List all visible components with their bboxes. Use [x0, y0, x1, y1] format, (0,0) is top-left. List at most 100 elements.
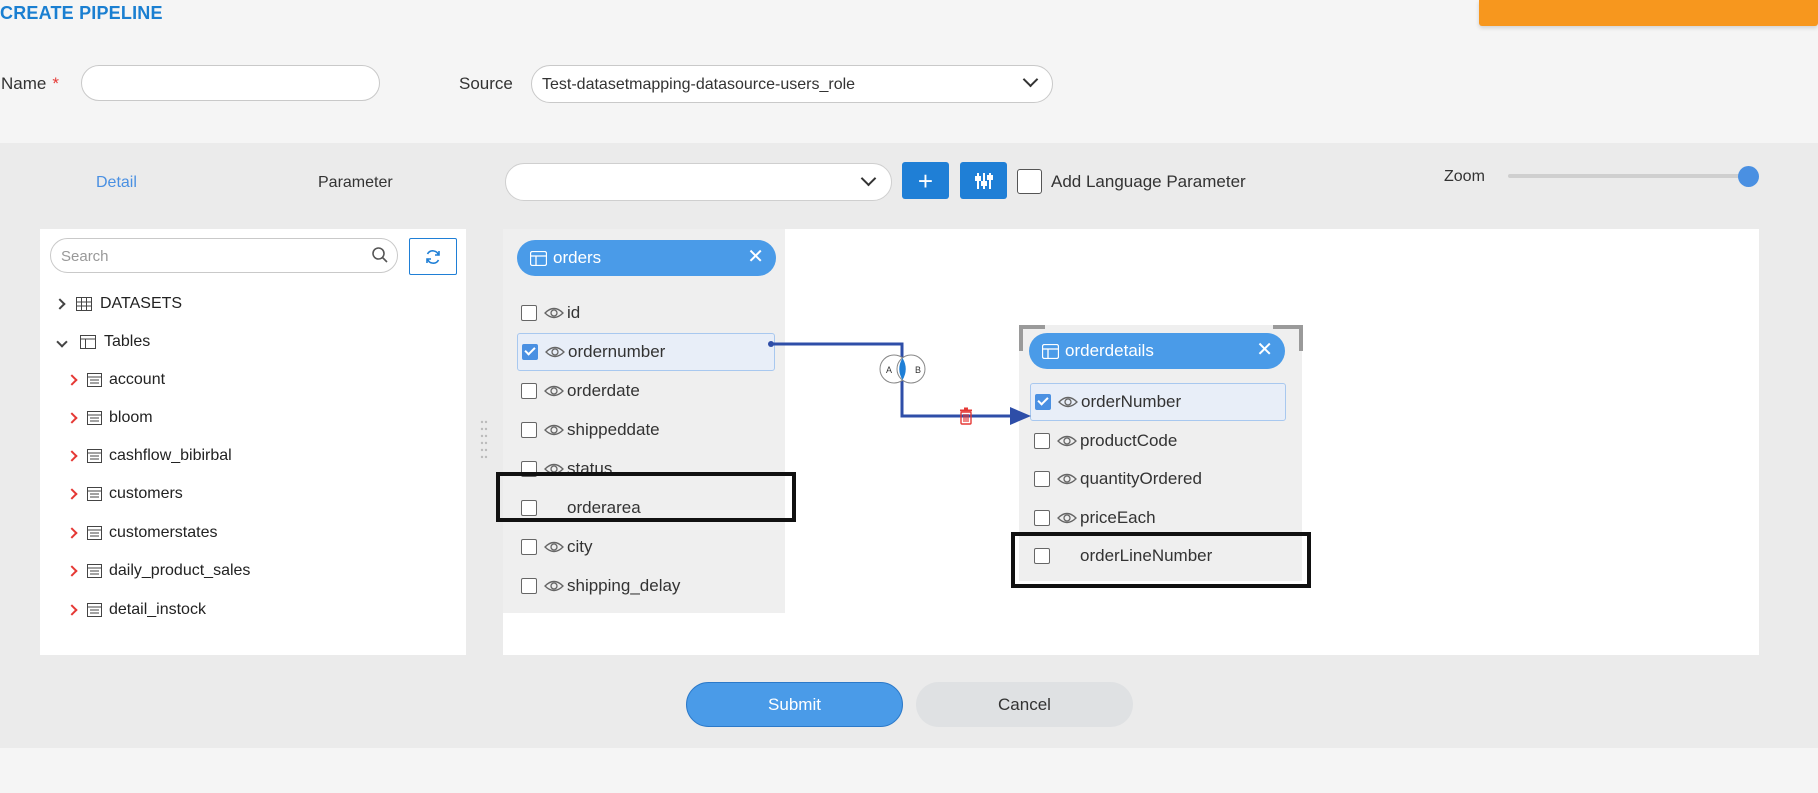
trash-icon[interactable]	[958, 407, 974, 425]
eye-icon[interactable]	[544, 539, 564, 555]
chevron-right-icon	[66, 412, 78, 424]
table-icon	[530, 250, 547, 266]
tree-item-detail-instock[interactable]: detail_instock	[66, 599, 206, 621]
search-input[interactable]	[61, 248, 351, 265]
column-row-shipping-delay[interactable]: shipping_delay	[517, 567, 775, 605]
zoom-slider-handle[interactable]	[1738, 166, 1759, 187]
column-row-orderdate[interactable]: orderdate	[517, 372, 775, 410]
column-checkbox[interactable]	[521, 422, 537, 438]
grid-icon	[76, 297, 92, 311]
table-icon	[80, 335, 96, 349]
tree-item-bloom[interactable]: bloom	[66, 407, 153, 429]
tree-group-tables[interactable]: Tables	[56, 331, 151, 353]
column-row-productcode[interactable]: productCode	[1030, 422, 1286, 460]
close-icon[interactable]: ✕	[747, 246, 764, 268]
chevron-right-icon	[66, 565, 78, 577]
table-icon	[87, 449, 102, 463]
column-checkbox[interactable]	[1035, 394, 1051, 410]
tree-item-account[interactable]: account	[66, 369, 166, 391]
column-checkbox[interactable]	[521, 500, 537, 516]
page-title: CREATE PIPELINE	[0, 3, 163, 23]
eye-icon[interactable]	[1057, 471, 1077, 487]
tree-group-label: DATASETS	[100, 295, 183, 312]
column-checkbox[interactable]	[521, 539, 537, 555]
eye-icon[interactable]	[544, 422, 564, 438]
eye-icon[interactable]	[1058, 394, 1078, 410]
table-icon	[87, 526, 102, 540]
table-icon	[1042, 343, 1059, 359]
column-row-quantityordered[interactable]: quantityOrdered	[1030, 460, 1286, 498]
add-parameter-button[interactable]: +	[902, 162, 949, 199]
highlight-box	[1011, 532, 1311, 588]
eye-icon[interactable]	[544, 383, 564, 399]
orders-table-header[interactable]: orders ✕	[517, 240, 776, 276]
tables-sidebar: DATASETS Tables account bloom cashflow_b…	[40, 229, 466, 655]
search-icon[interactable]	[371, 246, 389, 264]
orderdetails-table-header[interactable]: orderdetails ✕	[1029, 333, 1285, 369]
chevron-right-icon	[66, 604, 78, 616]
column-name: priceEach	[1080, 508, 1156, 527]
source-label: Source	[459, 74, 513, 93]
add-language-parameter-checkbox[interactable]	[1017, 169, 1042, 194]
tree-item-daily-product-sales[interactable]: daily_product_sales	[66, 560, 251, 582]
column-row-city[interactable]: city	[517, 528, 775, 566]
join-connector[interactable]: A B	[503, 229, 1103, 469]
highlight-box	[496, 472, 796, 522]
eye-icon[interactable]	[544, 305, 564, 321]
chevron-down-icon	[56, 336, 68, 348]
column-checkbox[interactable]	[1034, 433, 1050, 449]
column-row-id[interactable]: id	[517, 294, 775, 332]
chevron-right-icon	[66, 488, 78, 500]
tree-group-datasets[interactable]: DATASETS	[54, 293, 183, 315]
search-field[interactable]	[50, 238, 398, 273]
column-name: city	[567, 537, 593, 556]
mapping-canvas[interactable]: orders ✕ id ordernumber orderdate shippe…	[496, 229, 1759, 655]
column-row-shippeddate[interactable]: shippeddate	[517, 411, 775, 449]
parameter-select[interactable]	[505, 163, 892, 201]
drag-handle-icon[interactable]	[480, 419, 488, 459]
column-name: orderdate	[567, 381, 640, 400]
tree-item-cashflow-bibirbal[interactable]: cashflow_bibirbal	[66, 445, 232, 467]
refresh-button[interactable]	[409, 238, 457, 275]
column-row-ordernumber[interactable]: orderNumber	[1030, 383, 1286, 421]
parameter-settings-button[interactable]	[960, 162, 1007, 199]
close-icon[interactable]: ✕	[1256, 339, 1273, 361]
tree-item-label: account	[109, 371, 166, 388]
column-row-orderlinenumber[interactable]: orderLineNumber	[1030, 537, 1286, 575]
zoom-slider-track[interactable]	[1508, 174, 1750, 178]
column-checkbox[interactable]	[521, 383, 537, 399]
tab-detail[interactable]: Detail	[96, 174, 137, 191]
tree-item-label: detail_instock	[109, 601, 206, 618]
eye-icon[interactable]	[545, 344, 565, 360]
submit-button[interactable]: Submit	[686, 682, 903, 727]
cancel-button[interactable]: Cancel	[916, 682, 1133, 727]
tree-item-label: daily_product_sales	[109, 562, 251, 579]
column-row-priceeach[interactable]: priceEach	[1030, 499, 1286, 537]
column-checkbox[interactable]	[522, 344, 538, 360]
column-row-ordernumber[interactable]: ordernumber	[517, 333, 775, 371]
selection-corner	[1273, 325, 1303, 351]
column-checkbox[interactable]	[1034, 548, 1050, 564]
orderdetails-table-card[interactable]: orderdetails ✕ orderNumber productCode q…	[1019, 325, 1302, 581]
column-checkbox[interactable]	[1034, 510, 1050, 526]
orders-table-card[interactable]: orders ✕ id ordernumber orderdate shippe…	[503, 229, 785, 613]
column-checkbox[interactable]	[521, 578, 537, 594]
source-select[interactable]: Test-datasetmapping-datasource-users_rol…	[531, 65, 1053, 103]
column-row-orderarea[interactable]: orderarea	[517, 489, 775, 527]
column-name: orderLineNumber	[1080, 546, 1213, 565]
refresh-icon	[426, 249, 440, 264]
tab-parameter[interactable]: Parameter	[318, 174, 393, 191]
tree-item-customers[interactable]: customers	[66, 483, 183, 505]
column-name: id	[567, 303, 581, 322]
chevron-down-icon	[1022, 71, 1039, 88]
eye-icon[interactable]	[1057, 510, 1077, 526]
tree-item-customerstates[interactable]: customerstates	[66, 522, 217, 544]
column-checkbox[interactable]	[1034, 471, 1050, 487]
column-checkbox[interactable]	[521, 305, 537, 321]
eye-icon[interactable]	[1057, 433, 1077, 449]
pipeline-panel: Detail Parameter + Add Language Paramete…	[0, 143, 1818, 748]
name-input[interactable]	[81, 65, 380, 101]
table-name: orders	[553, 248, 602, 267]
tree-group-label: Tables	[104, 333, 151, 350]
eye-icon[interactable]	[544, 578, 564, 594]
